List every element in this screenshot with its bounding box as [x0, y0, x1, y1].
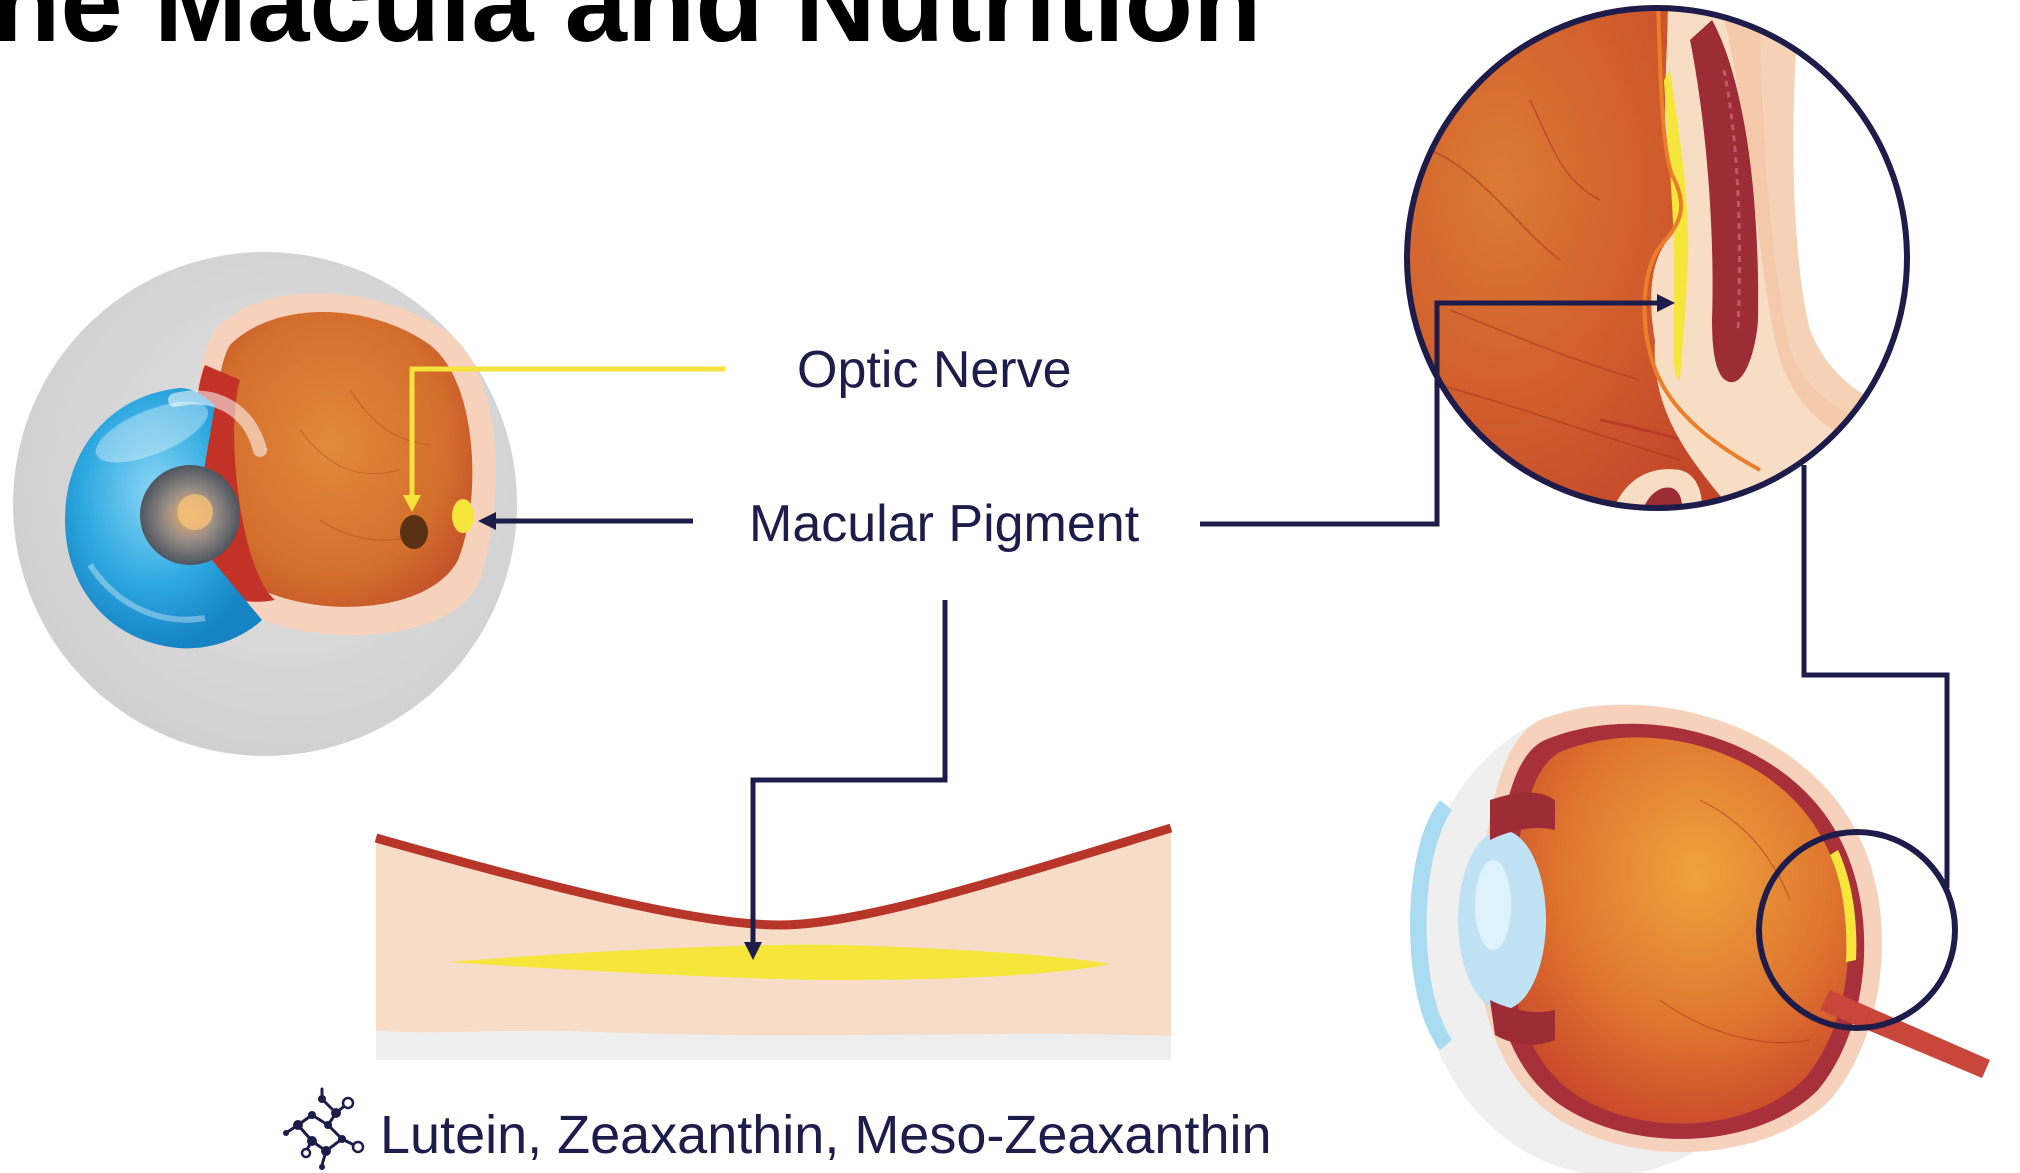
- macula-spot: [452, 499, 474, 533]
- optic-nerve-spot: [400, 515, 428, 549]
- macula-cross-section: [376, 828, 1171, 1060]
- zoomed-retina-illustration: [1400, 0, 1920, 520]
- molecule-icon: [282, 1085, 374, 1173]
- optic-nerve-label: Optic Nerve: [797, 340, 1072, 400]
- front-eye-illustration: [13, 252, 517, 756]
- carotenoids-caption: Lutein, Zeaxanthin, Meso-Zeaxanthin: [380, 1104, 1272, 1166]
- macular-pigment-label: Macular Pigment: [749, 494, 1139, 554]
- side-eye-illustration: [1410, 705, 1990, 1173]
